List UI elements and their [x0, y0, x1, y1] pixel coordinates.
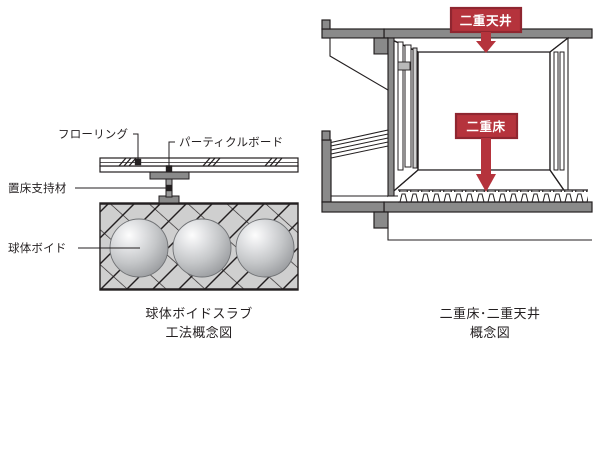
double-floor-arrow	[476, 138, 496, 192]
double-floor-badge-label: 二重床	[466, 119, 505, 134]
room-cutaway	[321, 19, 593, 241]
void-sphere	[172, 218, 232, 278]
flooring-callout: フローリング	[58, 127, 142, 166]
floor-support-callout: 置床支持材	[8, 181, 173, 195]
left-caption-line1: 球体ボイドスラブ	[145, 306, 252, 322]
double-ceiling-arrow	[476, 32, 496, 53]
sphere-void-label: 球体ボイド	[8, 241, 67, 255]
raised-floor-pedestals	[398, 189, 588, 203]
floor-slab	[321, 201, 593, 241]
void-slab-drawing: フローリング パーティクルボード 置床支持材 球体ボイド 球体ボイドスラブ	[8, 127, 299, 341]
floor-support-label: 置床支持材	[8, 181, 67, 195]
floor-layers	[99, 157, 299, 173]
flooring-label: フローリング	[58, 127, 128, 141]
void-sphere	[235, 218, 295, 278]
double-ceiling-badge[interactable]: 二重天井	[449, 6, 523, 53]
left-diagram-panel: フローリング パーティクルボード 置床支持材 球体ボイド 球体ボイドスラブ	[8, 127, 299, 341]
right-wall-layers	[553, 51, 565, 171]
double-ceiling-badge-label: 二重天井	[460, 13, 512, 28]
particle-board-label: パーティクルボード	[179, 135, 283, 149]
particle-board-callout: パーティクルボード	[165, 135, 283, 172]
double-floor-badge[interactable]: 二重床	[454, 112, 519, 192]
right-diagram-panel: 二重天井 二重床 二重床･二重天井 概念図	[310, 0, 600, 449]
right-caption-line1: 二重床･二重天井	[440, 306, 541, 322]
flooring-layer	[99, 157, 299, 167]
left-wall-assembly	[387, 37, 418, 197]
left-ceiling-wing	[329, 37, 389, 91]
sphere-void-callout: 球体ボイド	[8, 241, 140, 255]
right-caption-line2: 概念図	[470, 326, 510, 341]
flooring-hatch-marks	[118, 157, 283, 167]
particle-board-layer	[99, 165, 299, 173]
double-floor-ceiling-drawing: 二重天井 二重床 二重床･二重天井 概念図	[321, 6, 593, 341]
left-floor-wing	[321, 129, 389, 203]
left-caption-line2: 工法概念図	[165, 326, 232, 341]
